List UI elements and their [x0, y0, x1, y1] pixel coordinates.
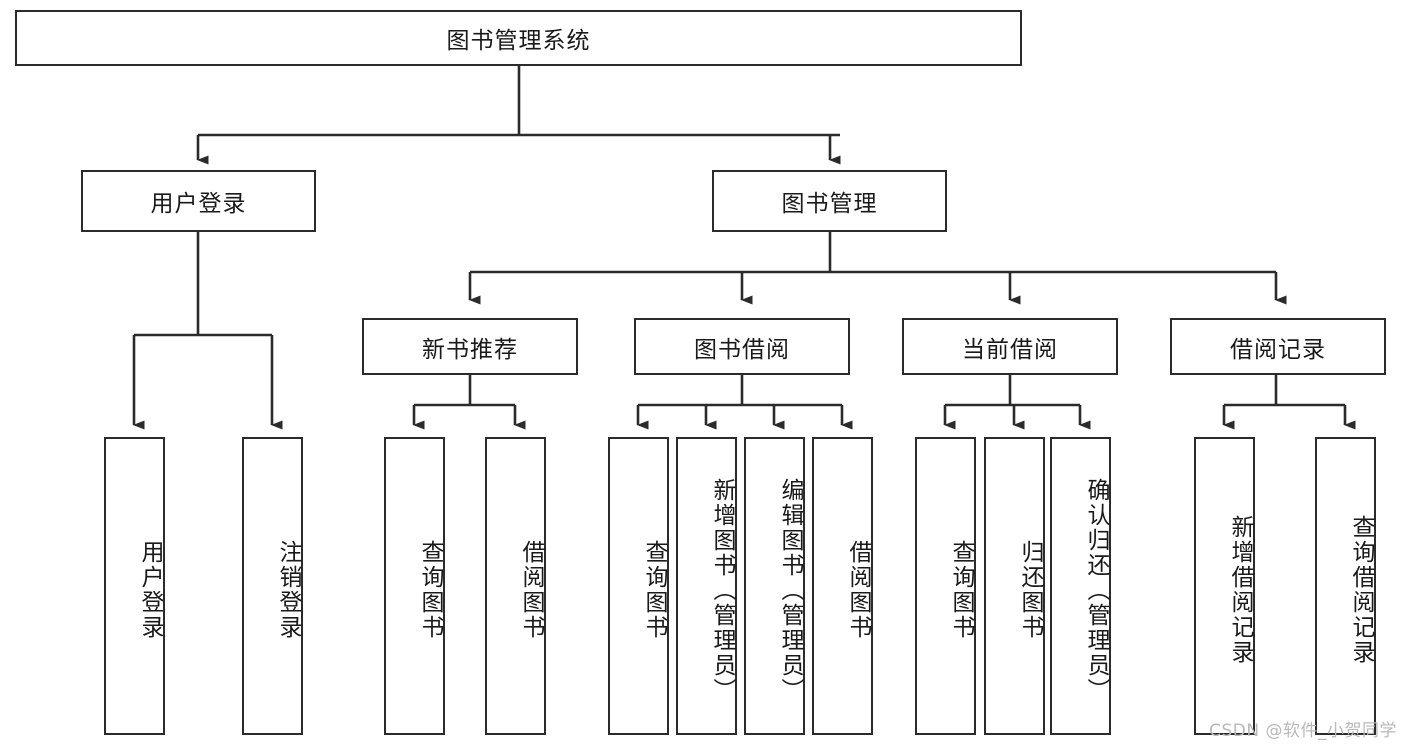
node-root-label: 图书管理系统	[446, 28, 591, 54]
leaf-user-login[interactable]: 用户登录	[104, 437, 165, 735]
node-new-book-rec-label: 新书推荐	[422, 336, 518, 363]
leaf-user-login-label: 用户登录	[137, 540, 163, 640]
leaf-add-record-label: 新增借阅记录	[1227, 515, 1253, 665]
leaf-query-book-2-label: 查询图书	[641, 540, 667, 640]
node-user-login[interactable]: 用户登录	[81, 170, 316, 232]
leaf-borrow-book-2[interactable]: 借阅图书	[812, 437, 873, 735]
leaf-add-book[interactable]: 新增图书（管理员）	[676, 437, 737, 735]
node-borrow-record-label: 借阅记录	[1230, 336, 1326, 363]
leaf-borrow-book-2-label: 借阅图书	[845, 540, 871, 640]
leaf-user-logout[interactable]: 注销登录	[242, 437, 303, 735]
leaf-query-book-1[interactable]: 查询图书	[384, 437, 445, 735]
node-current-borrow-label: 当前借阅	[962, 336, 1058, 363]
node-book-manage-label: 图书管理	[781, 191, 878, 217]
leaf-return-book[interactable]: 归还图书	[984, 437, 1045, 735]
node-new-book-rec[interactable]: 新书推荐	[362, 318, 578, 375]
leaf-query-book-1-label: 查询图书	[417, 540, 443, 640]
leaf-confirm-return[interactable]: 确认归还（管理员）	[1050, 437, 1111, 735]
leaf-query-book-3[interactable]: 查询图书	[915, 437, 976, 735]
node-book-borrow-label: 图书借阅	[694, 336, 790, 363]
node-book-borrow[interactable]: 图书借阅	[634, 318, 850, 375]
leaf-add-book-label: 新增图书（管理员）	[709, 477, 735, 703]
leaf-borrow-book-1[interactable]: 借阅图书	[485, 437, 546, 735]
node-borrow-record[interactable]: 借阅记录	[1170, 318, 1386, 375]
leaf-query-record-label: 查询借阅记录	[1348, 515, 1374, 665]
node-book-manage[interactable]: 图书管理	[712, 170, 947, 232]
node-user-login-label: 用户登录	[150, 191, 247, 217]
leaf-query-record[interactable]: 查询借阅记录	[1315, 437, 1376, 735]
leaf-query-book-2[interactable]: 查询图书	[608, 437, 669, 735]
watermark-text: CSDN @软件_小贺同学	[1209, 721, 1397, 741]
node-root[interactable]: 图书管理系统	[15, 10, 1022, 66]
leaf-query-book-3-label: 查询图书	[948, 540, 974, 640]
leaf-edit-book-label: 编辑图书（管理员）	[777, 477, 803, 703]
leaf-edit-book[interactable]: 编辑图书（管理员）	[744, 437, 805, 735]
leaf-confirm-return-label: 确认归还（管理员）	[1083, 477, 1109, 703]
leaf-borrow-book-1-label: 借阅图书	[518, 540, 544, 640]
leaf-user-logout-label: 注销登录	[275, 540, 301, 640]
leaf-add-record[interactable]: 新增借阅记录	[1194, 437, 1255, 735]
leaf-return-book-label: 归还图书	[1017, 540, 1043, 640]
node-current-borrow[interactable]: 当前借阅	[902, 318, 1118, 375]
